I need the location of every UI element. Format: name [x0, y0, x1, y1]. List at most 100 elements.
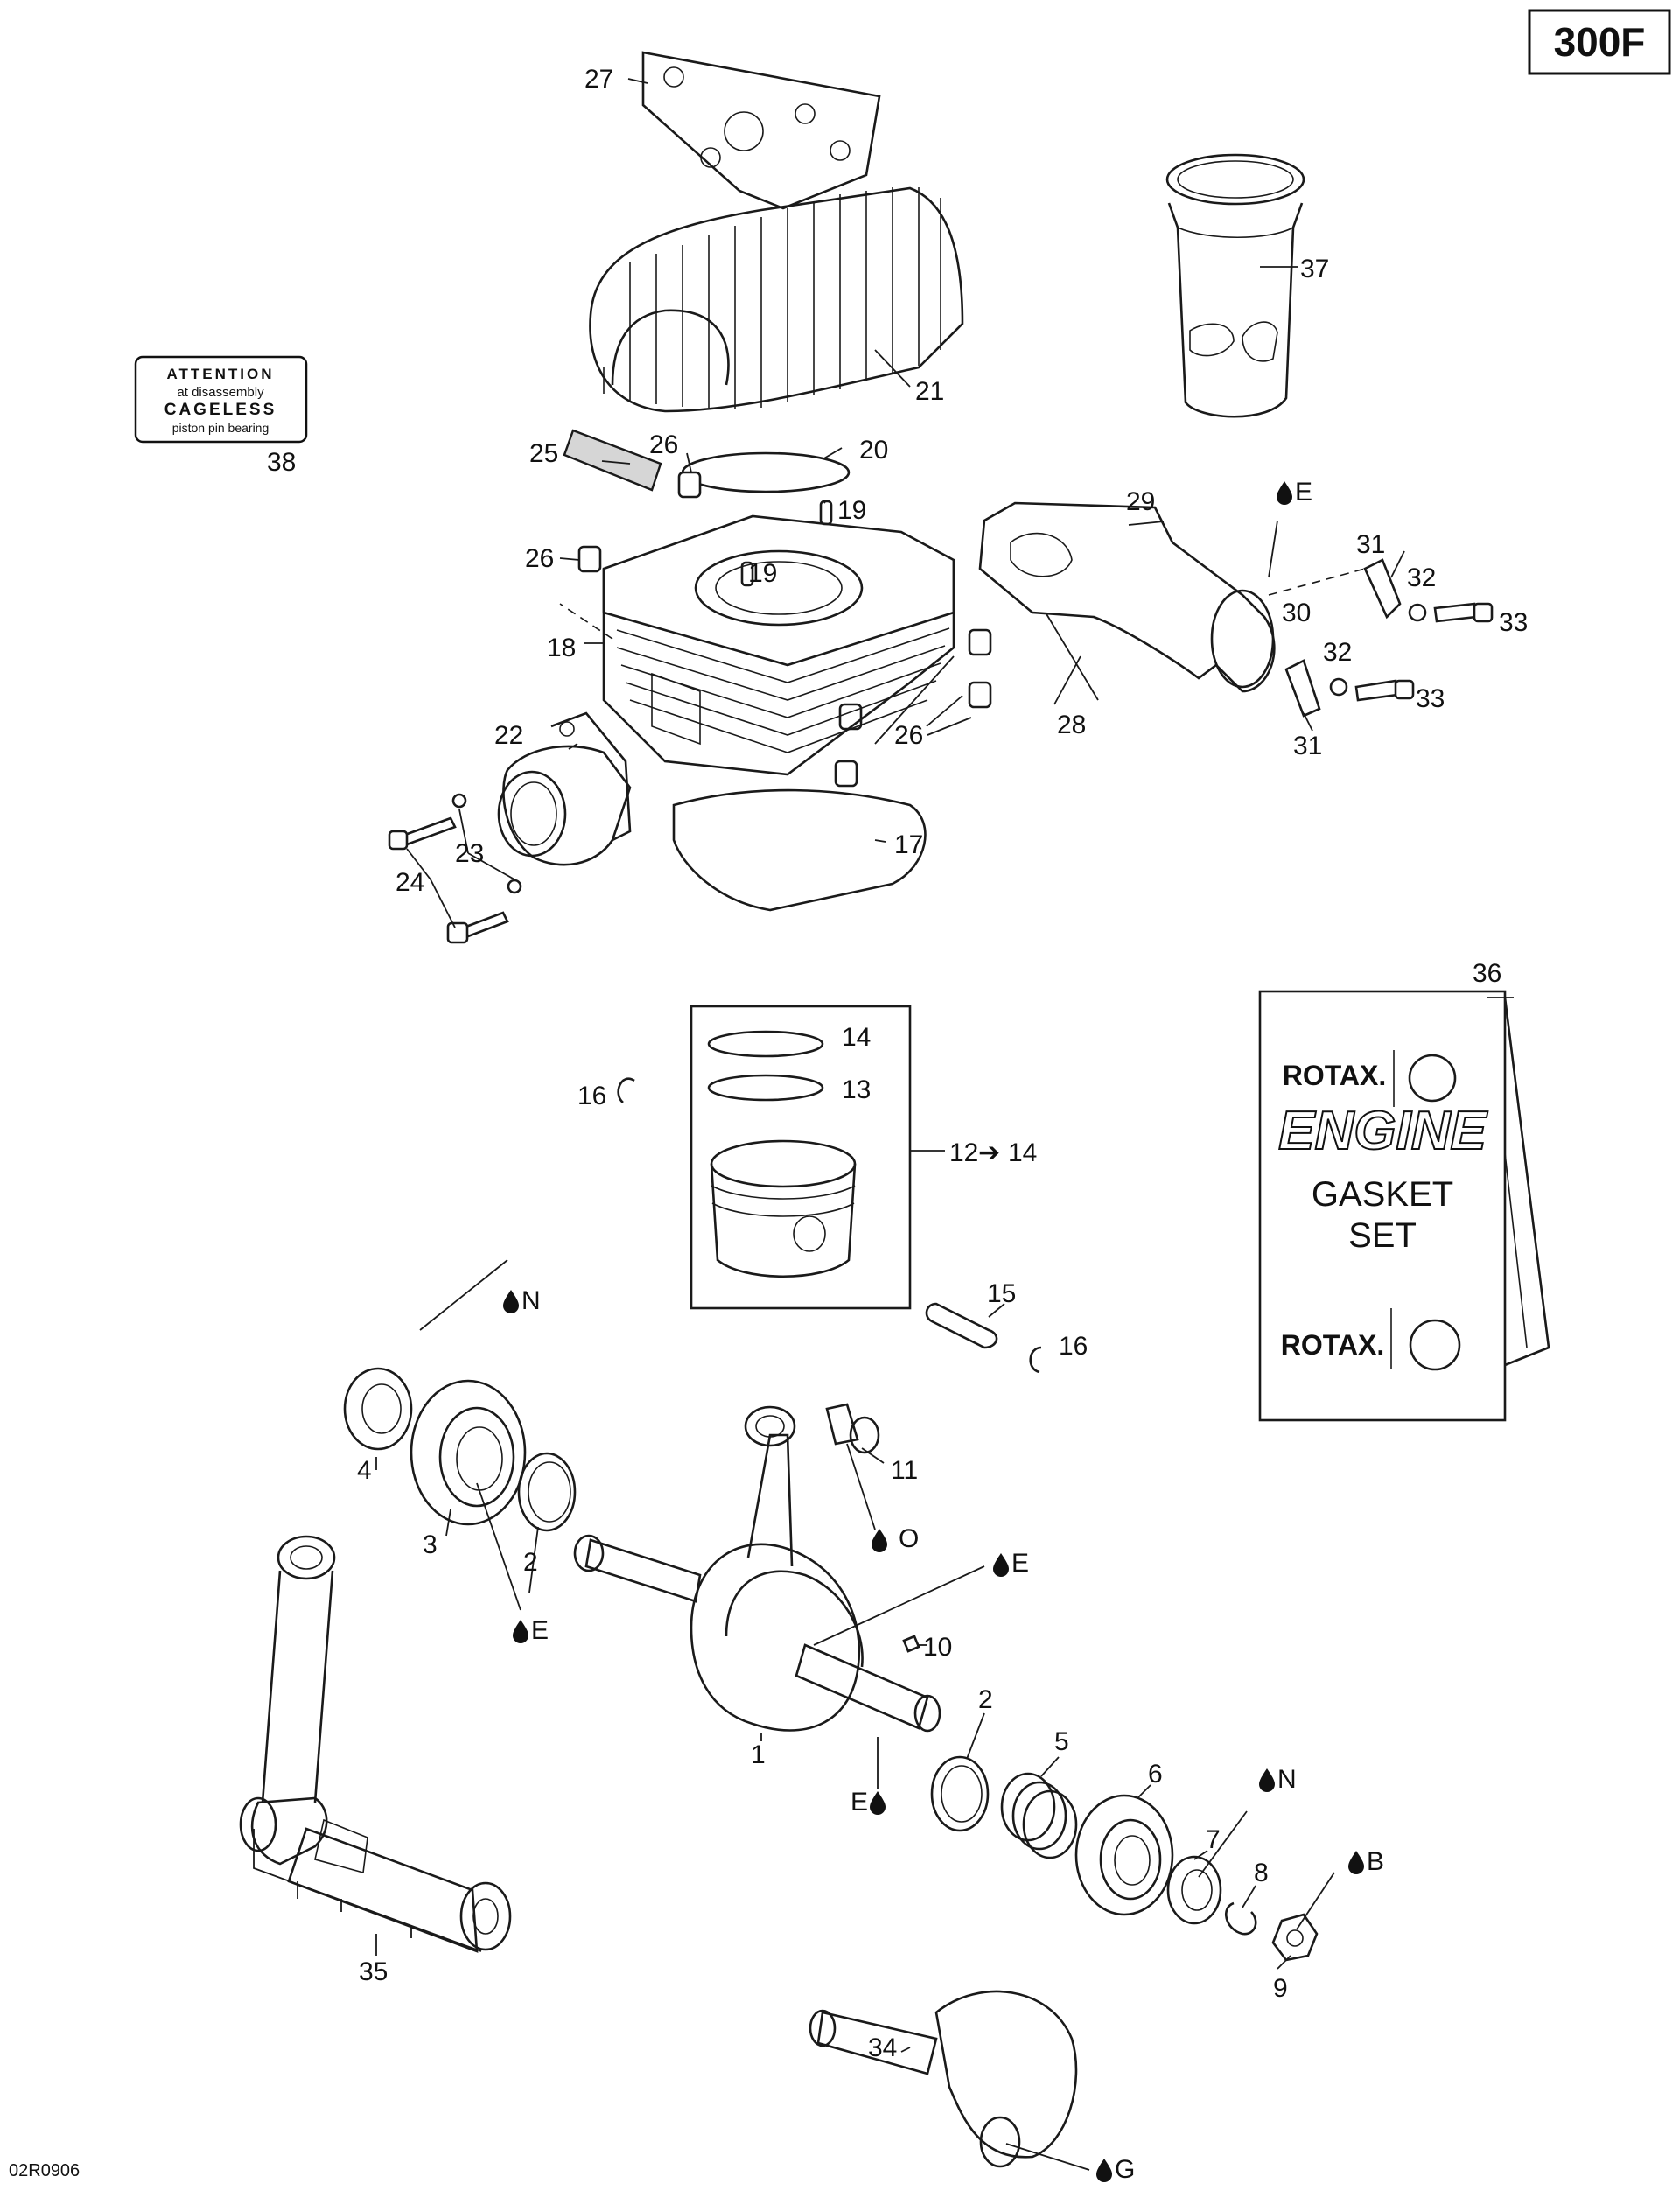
callout-37: 37: [1300, 255, 1329, 284]
callout-14: 14: [842, 1023, 871, 1052]
part-25-deflector: [563, 429, 662, 492]
callout-38: 38: [267, 448, 296, 477]
callout-16-a: 16: [578, 1082, 606, 1110]
part-4-oil-seal: [343, 1367, 413, 1451]
callout-20: 20: [859, 436, 888, 465]
decal-line-4: piston pin bearing: [172, 421, 270, 435]
callout-29: 29: [1126, 487, 1155, 516]
callout-26-b: 26: [525, 544, 554, 573]
lube-code-e-left: E: [531, 1616, 549, 1645]
part-31-32-33-hardware: [1284, 558, 1494, 718]
callout-27: 27: [584, 65, 613, 94]
attention-decal: ATTENTION at disassembly CAGELESS piston…: [134, 355, 308, 444]
callout-19-b: 19: [748, 559, 777, 588]
decal-line-1: ATTENTION: [166, 366, 274, 382]
callout-14-range-end: 14: [1008, 1138, 1037, 1167]
callout-32-b: 32: [1323, 638, 1352, 667]
callout-16-b: 16: [1059, 1332, 1088, 1361]
callout-31-a: 31: [1356, 530, 1385, 559]
callout-19-a: 19: [837, 496, 866, 525]
part-10-key: [902, 1634, 920, 1653]
callout-15: 15: [987, 1279, 1016, 1308]
lube-code-b: B: [1367, 1847, 1384, 1876]
callout-2-a: 2: [523, 1548, 538, 1577]
callout-26-a: 26: [649, 430, 678, 459]
part-17-base-gasket: [672, 788, 927, 912]
callout-18: 18: [547, 634, 576, 662]
callout-30: 30: [1282, 598, 1311, 627]
callout-4: 4: [357, 1456, 372, 1485]
part-12-piston-assembly: [690, 1004, 912, 1310]
lube-code-e-bottom: E: [850, 1788, 868, 1816]
callout-22: 22: [494, 721, 523, 750]
part-27-head-gasket: [641, 51, 881, 210]
gasket-set-line-3: SET: [1348, 1216, 1417, 1255]
callout-32-a: 32: [1407, 564, 1436, 592]
part-15-16-piston-pin: [617, 1077, 1042, 1374]
callout-5: 5: [1054, 1727, 1069, 1756]
callout-3: 3: [423, 1530, 438, 1559]
lubricant-drop-icons: [503, 481, 1364, 2182]
part-2-shim-left: [517, 1452, 577, 1532]
model-badge: 300F: [1528, 9, 1671, 75]
callout-17: 17: [894, 830, 923, 859]
model-badge-text: 300F: [1554, 19, 1646, 65]
drop-icon: [1259, 1768, 1275, 1792]
drop-icon: [513, 1620, 528, 1643]
gasket-set-brand-bottom: ROTAX.: [1281, 1329, 1385, 1361]
callout-33-b: 33: [1416, 684, 1445, 713]
drop-icon: [872, 1529, 887, 1552]
callout-26-c: 26: [894, 721, 923, 750]
part-2-shim-right: [930, 1755, 990, 1832]
drop-icon: [993, 1553, 1009, 1577]
part-37-cylinder-sleeve: [1166, 153, 1306, 418]
part-35-connecting-rod: [239, 1535, 512, 1953]
gasket-set-line-1: ENGINE: [1278, 1101, 1488, 1161]
lube-code-n-left: N: [522, 1286, 541, 1315]
decal-line-2: at disassembly: [177, 385, 264, 400]
callout-numbers: 27 21 37 38 25 26 20 19 19 26 18 26 22 1…: [267, 65, 1528, 2062]
range-arrow: ➔: [978, 1138, 1000, 1167]
part-29-30-exhaust-manifold: [978, 501, 1366, 693]
part-8-lock-washer: [1225, 1901, 1257, 1936]
drop-icon: [870, 1791, 886, 1815]
drawing-code: 02R0906: [9, 2161, 80, 2180]
part-36-gasket-set: ROTAX. ENGINE GASKET SET ROTAX.: [1258, 990, 1550, 1422]
callout-13: 13: [842, 1075, 871, 1104]
part-22-intake-socket: [497, 711, 632, 866]
callout-25: 25: [529, 439, 558, 468]
drop-icon: [1348, 1851, 1364, 1874]
callout-11: 11: [891, 1456, 918, 1485]
callout-12: 12: [949, 1138, 978, 1167]
callout-7: 7: [1206, 1825, 1221, 1854]
callout-8: 8: [1254, 1858, 1269, 1887]
lube-code-e-top: E: [1295, 478, 1312, 507]
gasket-set-brand-top: ROTAX.: [1283, 1060, 1387, 1091]
callout-6: 6: [1148, 1760, 1163, 1788]
lube-code-n-right: N: [1278, 1765, 1297, 1794]
part-34-crankshaft-half: [808, 1990, 1078, 2168]
part-23-24-screws: [388, 793, 522, 944]
callout-9: 9: [1273, 1974, 1288, 2003]
callout-33-a: 33: [1499, 608, 1528, 637]
lube-code-o: O: [899, 1524, 919, 1553]
callout-28: 28: [1057, 710, 1086, 739]
callout-35: 35: [359, 1957, 388, 1986]
callout-23: 23: [455, 839, 484, 868]
part-21-cylinder-head: [589, 186, 964, 413]
callout-21: 21: [915, 377, 944, 406]
callout-31-b: 31: [1293, 732, 1322, 760]
callout-24: 24: [396, 868, 424, 897]
part-6-bearing-right: [1074, 1794, 1174, 1916]
drop-icon: [503, 1290, 519, 1313]
part-11-needle-bearing: [825, 1403, 880, 1454]
gasket-set-line-2: GASKET: [1312, 1175, 1453, 1214]
decal-line-3: CAGELESS: [164, 401, 277, 419]
leader-lines: [375, 78, 1514, 2171]
lubricant-code-labels: E N O E E E N B G: [522, 478, 1384, 2184]
part-1-crankshaft: [573, 1405, 942, 1732]
drop-icon: [1096, 2159, 1112, 2182]
lube-code-e-crank: E: [1012, 1549, 1029, 1578]
callout-36: 36: [1473, 959, 1502, 988]
